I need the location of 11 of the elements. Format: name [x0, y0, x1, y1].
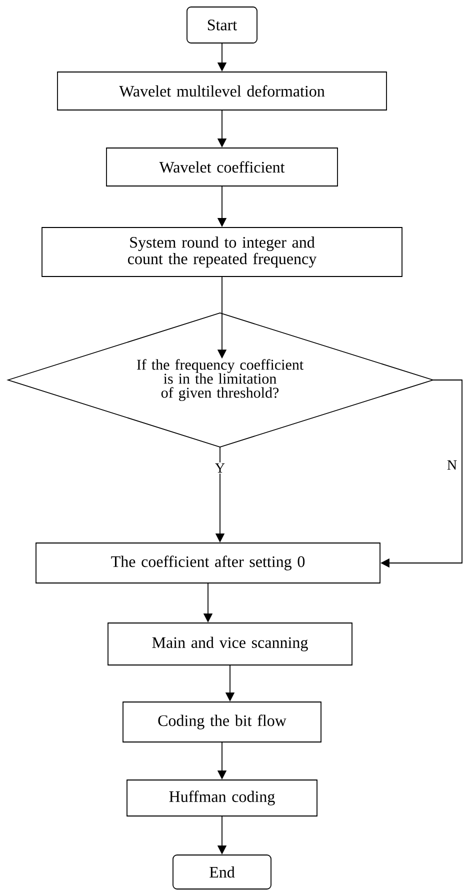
- terminal-box: End: [172, 854, 272, 890]
- edge-label: Y: [214, 462, 226, 474]
- process-box: Main and vice scanning: [108, 622, 352, 666]
- process-box: Wavelet coefficient: [106, 148, 338, 186]
- process-box: Coding the bit flow: [122, 702, 322, 742]
- process-box: Wavelet multilevel deformation: [57, 72, 387, 110]
- edge-label: N: [446, 459, 458, 471]
- process-box: System round to integer and count the repeated frequency: [42, 227, 402, 277]
- terminal-box: Start: [186, 6, 258, 44]
- process-box: The coefficient after setting 0: [36, 542, 380, 584]
- process-box: Huffman coding: [126, 780, 318, 816]
